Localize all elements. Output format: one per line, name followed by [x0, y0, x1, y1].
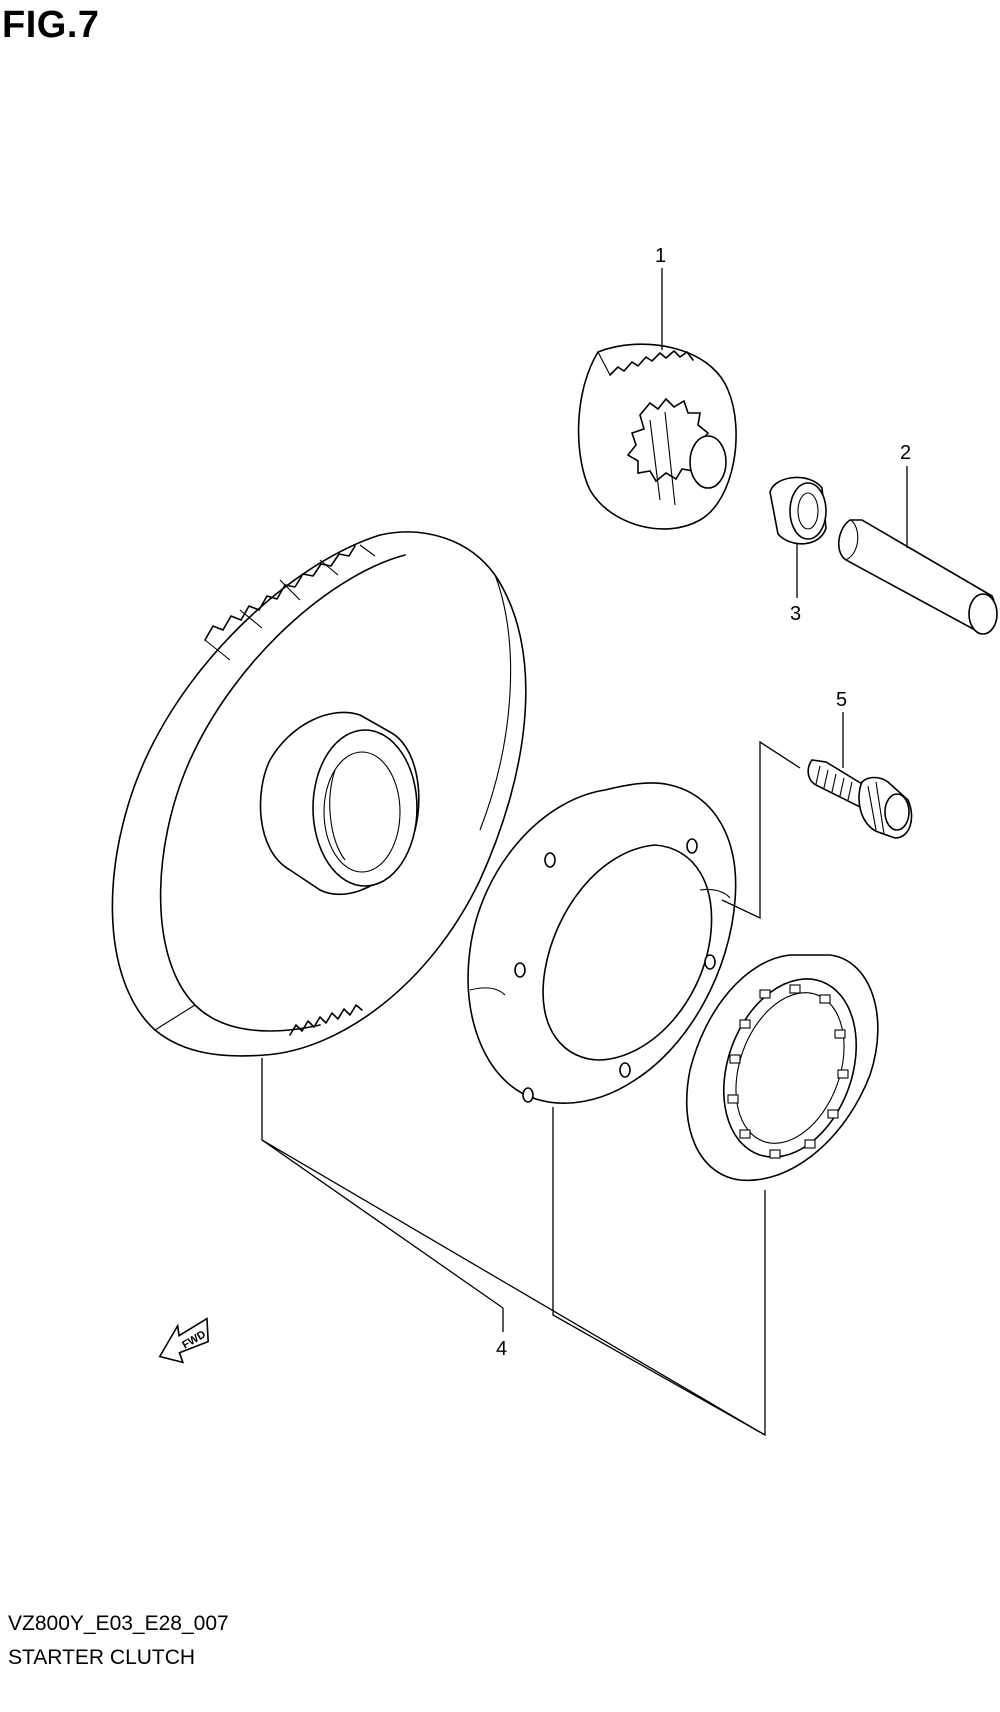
bushing[interactable]	[769, 476, 827, 545]
callout-4: 4	[496, 1338, 507, 1360]
one-way-clutch[interactable]	[686, 954, 880, 1182]
forward-direction-arrow: FWD	[158, 1317, 210, 1364]
callout-2: 2	[900, 442, 911, 464]
clutch-bolt[interactable]	[807, 759, 913, 839]
callout-3: 3	[790, 603, 801, 625]
callout-1: 1	[655, 245, 666, 267]
model-code: VZ800Y_E03_E28_007	[8, 1612, 229, 1635]
starter-driven-gear[interactable]	[111, 531, 527, 1057]
leader-lines	[261, 268, 908, 1437]
clutch-housing[interactable]	[467, 782, 737, 1104]
idle-gear-shaft[interactable]	[838, 519, 998, 635]
starter-idle-gear[interactable]	[577, 343, 737, 530]
figure-title: FIG.7	[2, 4, 100, 46]
callout-5: 5	[836, 689, 847, 711]
figure-name: STARTER CLUTCH	[8, 1646, 196, 1669]
